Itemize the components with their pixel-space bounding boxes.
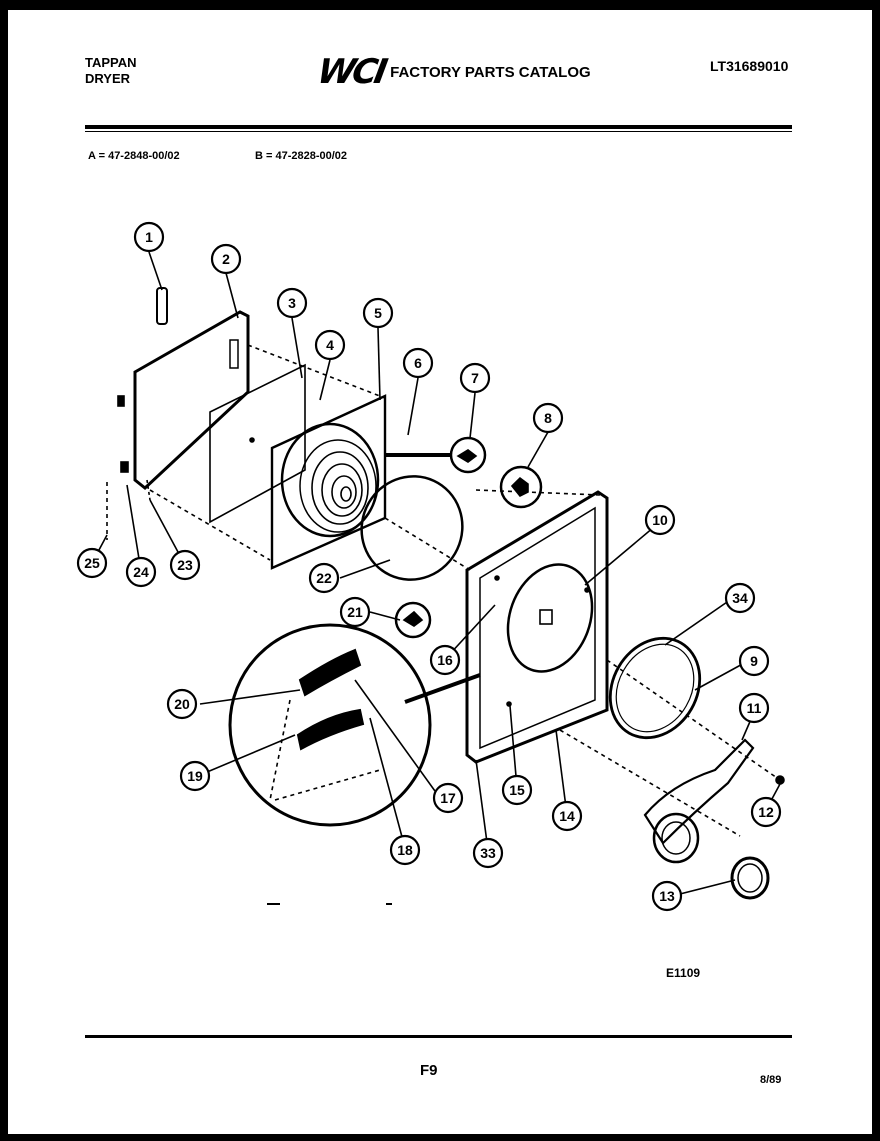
inner-door-panel bbox=[209, 363, 306, 524]
callout-number: 21 bbox=[347, 604, 363, 620]
door-opening bbox=[506, 563, 594, 673]
vent-dish-outer bbox=[280, 422, 380, 538]
callout-24: 24 bbox=[125, 556, 157, 588]
callout-3: 3 bbox=[276, 287, 308, 319]
callout-34: 34 bbox=[724, 582, 756, 614]
callout-number: 8 bbox=[544, 410, 552, 426]
callout-number: 20 bbox=[174, 696, 190, 712]
callout-number: 15 bbox=[509, 782, 525, 798]
catalog-title: FACTORY PARTS CATALOG bbox=[390, 63, 591, 81]
door-latch-shape bbox=[229, 339, 239, 369]
figure-code: E1109 bbox=[666, 966, 701, 980]
callout-9: 9 bbox=[738, 645, 770, 677]
callout-number: 7 bbox=[471, 370, 479, 386]
callout-11: 11 bbox=[738, 692, 770, 724]
header-rule-thin bbox=[85, 131, 792, 132]
callout-10: 10 bbox=[644, 504, 676, 536]
callout-number: 14 bbox=[559, 808, 575, 824]
callout-number: 1 bbox=[145, 229, 153, 245]
variant-b: B = 47-2828-00/02 bbox=[255, 150, 348, 162]
callout-number: 11 bbox=[747, 700, 762, 716]
callout-6: 6 bbox=[402, 347, 434, 379]
callout-16: 16 bbox=[429, 644, 461, 676]
callout-20: 20 bbox=[166, 688, 198, 720]
page-number: F9 bbox=[420, 1062, 438, 1079]
callout-23: 23 bbox=[169, 549, 201, 581]
callout-17: 17 bbox=[432, 782, 464, 814]
drum-bearing bbox=[730, 856, 770, 900]
model-number: LT31689010 bbox=[710, 58, 789, 74]
callout-25: 25 bbox=[76, 547, 108, 579]
callout-4: 4 bbox=[314, 329, 346, 361]
callout-number: 25 bbox=[84, 555, 100, 571]
footer-rule bbox=[85, 1035, 792, 1038]
callout-33: 33 bbox=[472, 837, 504, 869]
callout-number: 4 bbox=[326, 337, 334, 353]
callout-number: 23 bbox=[177, 557, 193, 573]
brand-name: TAPPAN bbox=[85, 55, 137, 70]
detail-magnifier bbox=[228, 623, 432, 827]
callout-number: 17 bbox=[440, 790, 456, 806]
callout-number: 12 bbox=[758, 804, 774, 820]
door-handle-shape bbox=[156, 287, 168, 325]
door-gasket bbox=[360, 475, 464, 581]
callout-13: 13 bbox=[651, 880, 683, 912]
callout-7: 7 bbox=[459, 362, 491, 394]
callout-18: 18 bbox=[389, 834, 421, 866]
callout-number: 19 bbox=[187, 768, 203, 784]
callout-number: 6 bbox=[414, 355, 422, 371]
catalog-heading: WCI FACTORY PARTS CATALOG bbox=[314, 52, 591, 92]
callout-number: 10 bbox=[652, 512, 668, 528]
callout-number: 9 bbox=[750, 653, 758, 669]
front-seal-ring bbox=[608, 636, 702, 740]
callout-number: 33 bbox=[480, 845, 496, 861]
callout-number: 2 bbox=[222, 251, 230, 267]
header-rule bbox=[85, 125, 792, 129]
callout-number: 22 bbox=[316, 570, 332, 586]
callout-21: 21 bbox=[339, 596, 371, 628]
product-type: DRYER bbox=[85, 71, 131, 86]
front-panel bbox=[465, 490, 609, 764]
print-date: 8/89 bbox=[760, 1074, 782, 1086]
callout-number: 13 bbox=[659, 888, 675, 904]
callout-15: 15 bbox=[501, 774, 533, 806]
callout-number: 16 bbox=[437, 652, 453, 668]
variant-a: A = 47-2848-00/02 bbox=[88, 150, 180, 162]
callout-2: 2 bbox=[210, 243, 242, 275]
callout-14: 14 bbox=[551, 800, 583, 832]
callout-number: 24 bbox=[133, 564, 149, 580]
callout-number: 34 bbox=[732, 590, 748, 606]
lint-duct bbox=[643, 738, 755, 845]
callout-12: 12 bbox=[750, 796, 782, 828]
callout-1: 1 bbox=[133, 221, 165, 253]
callout-19: 19 bbox=[179, 760, 211, 792]
outer-door-panel bbox=[133, 310, 250, 490]
callout-22: 22 bbox=[308, 562, 340, 594]
callout-number: 3 bbox=[288, 295, 296, 311]
callout-5: 5 bbox=[362, 297, 394, 329]
callout-number: 18 bbox=[397, 842, 413, 858]
callout-8: 8 bbox=[532, 402, 564, 434]
callout-number: 5 bbox=[374, 305, 382, 321]
brand-block: TAPPAN DRYER bbox=[85, 55, 137, 87]
